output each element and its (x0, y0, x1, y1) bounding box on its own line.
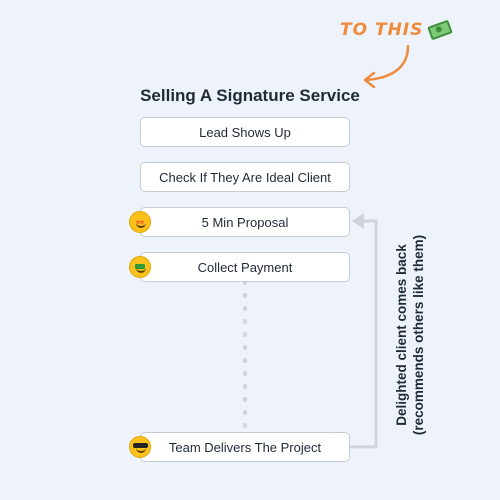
diagram-title: Selling A Signature Service (140, 86, 360, 105)
step-label: Collect Payment (197, 259, 293, 275)
annotation-text: TO THIS (340, 20, 424, 40)
loop-arrowhead (352, 213, 364, 229)
loop-label-line-2: (recommends others like them) (411, 234, 426, 436)
step-team-delivers: Team Delivers The Project (129, 432, 350, 462)
step-label: 5 Min Proposal (201, 214, 289, 230)
loop-label-line-1: Delighted client comes back (394, 244, 409, 426)
sunglasses-emoji-icon (129, 436, 151, 458)
loop-back-arrow (350, 219, 378, 449)
step-lead-shows-up: Lead Shows Up (140, 117, 350, 147)
step-label: Team Delivers The Project (168, 439, 322, 455)
loop-back-label: Delighted client comes back (recommends … (393, 200, 427, 470)
step-five-min-proposal: 5 Min Proposal (129, 207, 350, 237)
star-struck-emoji-icon (129, 211, 151, 233)
annotation-label: TO THIS (340, 19, 454, 41)
step-check-ideal-client: Check If They Are Ideal Client (140, 162, 350, 192)
money-mouth-emoji-icon (129, 256, 151, 278)
step-collect-payment: Collect Payment (129, 252, 350, 282)
step-label: Check If They Are Ideal Client (159, 169, 331, 185)
step-label: Lead Shows Up (199, 124, 291, 140)
annotation-arrow (363, 44, 410, 89)
